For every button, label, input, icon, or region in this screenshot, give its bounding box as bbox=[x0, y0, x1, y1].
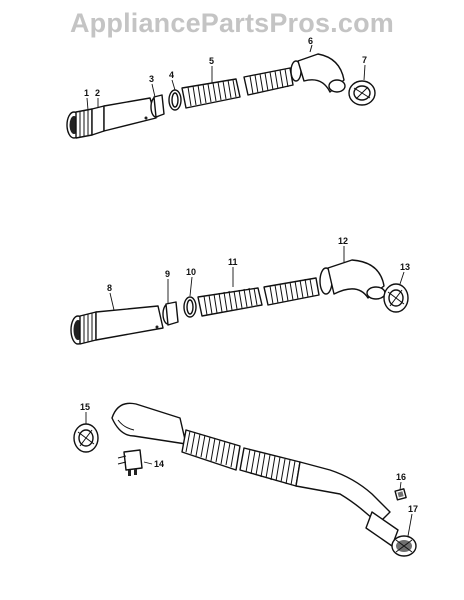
part-3-ring[interactable] bbox=[150, 94, 165, 118]
site-watermark: AppliancePartsPros.com bbox=[69, 8, 394, 38]
main-duct bbox=[111, 402, 399, 547]
callout-4: 4 bbox=[169, 70, 174, 80]
wand-tube-top bbox=[103, 97, 157, 132]
callout-7: 7 bbox=[362, 55, 367, 65]
part-16-clip[interactable] bbox=[394, 488, 407, 501]
part-15-end-cap[interactable] bbox=[73, 423, 99, 453]
part-4-ring[interactable] bbox=[168, 89, 182, 111]
callout-1: 1 bbox=[84, 88, 89, 98]
callout-6: 6 bbox=[308, 36, 313, 46]
callout-3: 3 bbox=[149, 74, 154, 84]
part-2-coupling[interactable] bbox=[91, 105, 105, 136]
part-1-end-cuff[interactable] bbox=[66, 108, 93, 139]
part-11-corrugated-hose[interactable] bbox=[197, 277, 320, 317]
hose-assembly-bottom bbox=[73, 402, 417, 557]
callout-14: 14 bbox=[154, 459, 164, 469]
part-9-ring[interactable] bbox=[162, 301, 179, 326]
callout-12: 12 bbox=[338, 236, 348, 246]
part-13-end-cap[interactable] bbox=[383, 283, 409, 313]
callout-labels: 1 2 3 4 5 6 7 8 9 10 11 12 13 14 15 16 1… bbox=[80, 36, 418, 514]
callout-15: 15 bbox=[80, 402, 90, 412]
callout-13: 13 bbox=[400, 262, 410, 272]
part-6-elbow[interactable] bbox=[290, 44, 346, 93]
part-10-ring[interactable] bbox=[183, 296, 197, 318]
part-12-elbow[interactable] bbox=[319, 259, 386, 300]
hose-assembly-top bbox=[66, 44, 376, 139]
part-17-grille-cap[interactable] bbox=[391, 535, 417, 557]
callout-10: 10 bbox=[186, 267, 196, 277]
callout-16: 16 bbox=[396, 472, 406, 482]
callout-5: 5 bbox=[209, 56, 214, 66]
part-7-end-cap[interactable] bbox=[348, 80, 376, 106]
callout-17: 17 bbox=[408, 504, 418, 514]
callout-8: 8 bbox=[107, 283, 112, 293]
callout-2: 2 bbox=[95, 88, 100, 98]
part-8-wand-tube[interactable] bbox=[70, 305, 164, 345]
callout-9: 9 bbox=[165, 269, 170, 279]
part-14-connector[interactable] bbox=[117, 449, 143, 476]
callout-11: 11 bbox=[228, 257, 238, 267]
hose-assembly-middle bbox=[70, 246, 409, 345]
part-5-corrugated-hose[interactable] bbox=[181, 67, 294, 109]
